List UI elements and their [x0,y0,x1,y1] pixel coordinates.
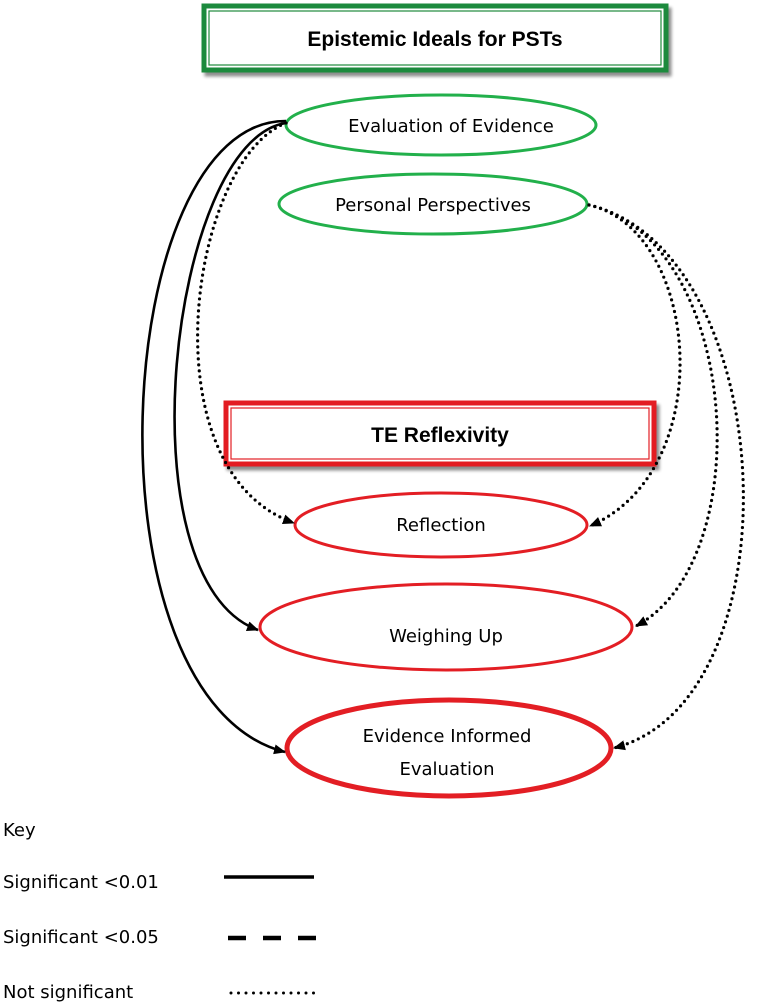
node-weighing-up-ellipse [258,582,634,672]
title-box-frame [201,3,669,73]
arrow-personal-to-reflection [587,203,682,528]
arrow-evaluation-to-reflection [196,121,296,525]
title-box-label: Epistemic Ideals for PSTs [307,28,562,51]
node-weighing-up: Weighing Up [258,582,634,672]
node-evaluation-of-evidence-ellipse [284,93,598,157]
node-reflection: Reflection [293,491,589,559]
node-personal-perspectives: Personal Perspectives [277,172,589,236]
key-title: Key [3,820,36,841]
key-label-significant-001: Significant <0.01 [3,872,159,893]
key: Key Significant <0.01 Significant <0.05 … [3,820,322,1003]
node-personal-perspectives-label: Personal Perspectives [335,195,531,216]
node-reflection-label: Reflection [396,515,486,536]
node-personal-perspectives-ellipse [277,172,589,236]
relationship-arrows [141,119,745,755]
node-reflection-ellipse [293,491,589,559]
arrow-personal-to-weighing-up [587,203,719,628]
arrow-evaluation-to-evidence-informed [141,119,287,755]
node-evidence-informed-evaluation-label-line1: Evidence Informed [363,726,532,747]
arrow-personal-to-evidence-informed [587,203,745,751]
node-evaluation-of-evidence-label: Evaluation of Evidence [348,116,554,137]
section-box: TE Reflexivity [223,400,657,467]
node-evidence-informed-evaluation-label-line2: Evaluation [400,759,495,780]
section-box-inner-border [230,407,650,460]
key-label-not-significant: Not significant [3,982,133,1003]
section-box-label: TE Reflexivity [371,424,509,447]
node-evaluation-of-evidence: Evaluation of Evidence [284,93,598,157]
key-label-significant-005: Significant <0.05 [3,927,159,948]
title-box: Epistemic Ideals for PSTs [201,3,669,73]
node-evidence-informed-evaluation: Evidence Informed Evaluation [284,697,614,799]
node-weighing-up-label: Weighing Up [389,626,503,647]
title-box-inner-border [208,10,662,66]
arrow-evaluation-to-weighing-up [173,121,287,632]
node-evidence-informed-evaluation-ellipse [284,697,614,799]
section-box-frame [223,400,657,467]
